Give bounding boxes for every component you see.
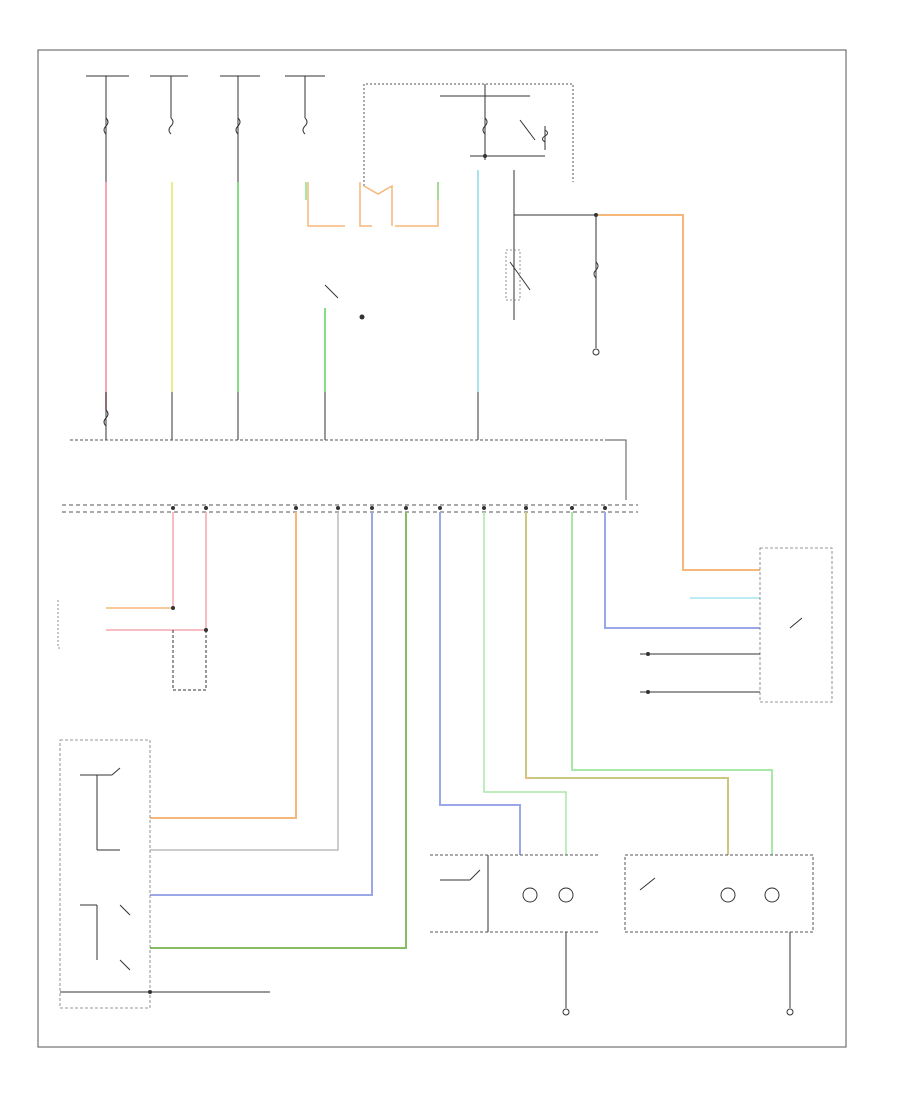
- fog-lamp-switch: [640, 547, 833, 703]
- lamp-bulb-icon: [764, 887, 780, 903]
- fuse-icon: [103, 409, 109, 427]
- fuse-icon: [103, 117, 109, 135]
- upper-bus: [70, 439, 627, 500]
- lower-wires: [106, 512, 773, 949]
- fuse-icon: [593, 261, 599, 279]
- lamp-bulb-icon: [522, 887, 538, 903]
- upper-wires: [105, 170, 479, 410]
- ground-icon: [592, 348, 600, 356]
- right-headlamp: [624, 854, 814, 1016]
- connector-bus: [62, 504, 638, 513]
- fuse-icon: [235, 117, 241, 135]
- headlamp-switch: [59, 739, 270, 1009]
- switch-icon: [324, 284, 339, 299]
- switch-icon: [469, 869, 481, 881]
- switch-icon: [119, 959, 131, 971]
- lower-stubs: [103, 392, 479, 440]
- instrument-cluster: [57, 600, 208, 691]
- fuse-feeds: [86, 75, 325, 182]
- diagram-frame: [37, 49, 847, 1048]
- switch-icon: [789, 617, 803, 629]
- splice-brackets: [305, 182, 439, 227]
- lamp-bulb-icon: [720, 887, 736, 903]
- switch-icon: [111, 767, 121, 776]
- relay-coil-icon: [542, 129, 548, 143]
- ground-point-icon: [359, 314, 365, 320]
- ground-icon: [786, 1008, 794, 1016]
- lamp-bulb-icon: [558, 887, 574, 903]
- fuse-icon: [168, 117, 174, 135]
- relay-box: [363, 83, 574, 186]
- connector-pins: [171, 506, 607, 510]
- left-headlamp: [430, 854, 598, 1016]
- ground-icon: [562, 1008, 570, 1016]
- switch-icon: [639, 877, 656, 891]
- switch-icon: [119, 904, 131, 916]
- relay-switch-icon: [519, 119, 536, 141]
- relay-area-right: [505, 170, 760, 571]
- fuse-icon: [482, 117, 488, 135]
- fuse-icon: [302, 117, 308, 135]
